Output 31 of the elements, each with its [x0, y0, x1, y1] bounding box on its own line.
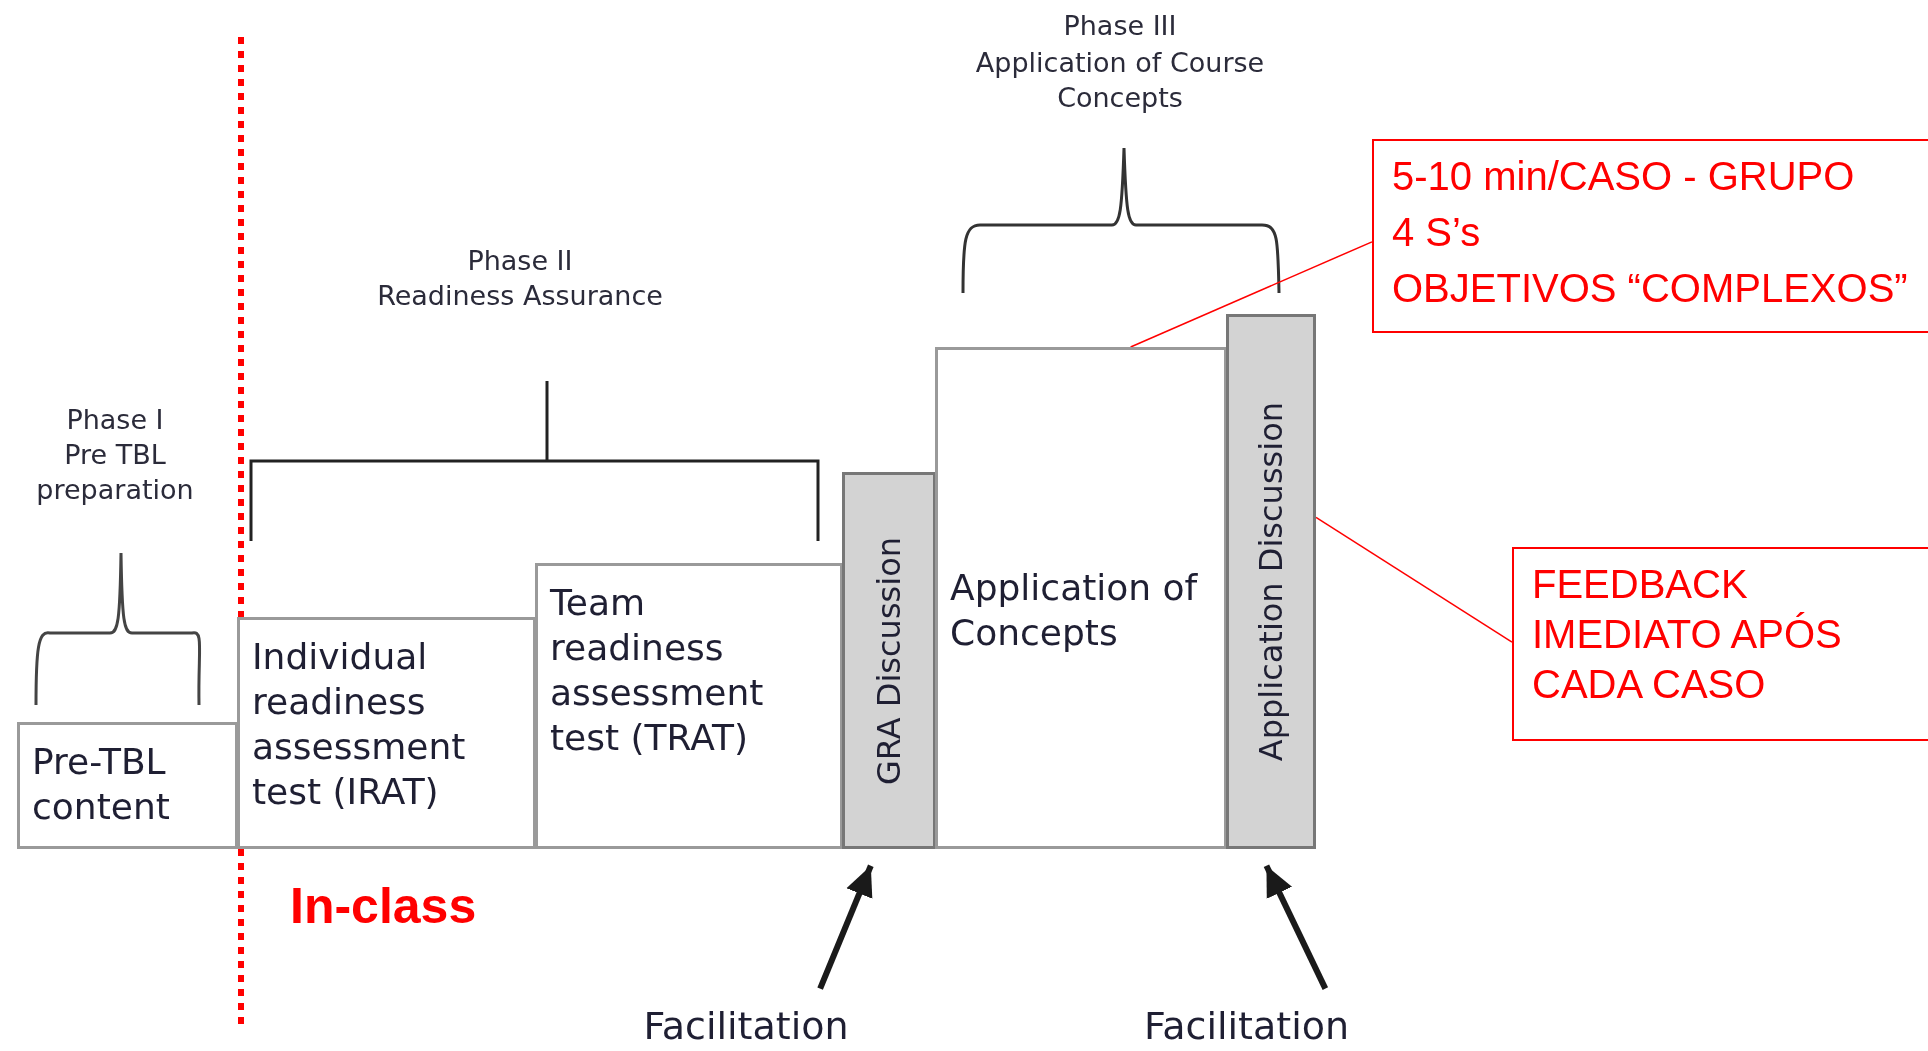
phase-label: Pre TBL preparation: [35, 438, 195, 508]
box-text: Individual readiness assessment test (IRAT): [252, 635, 467, 814]
facilitation-label: Facilitation: [1143, 1003, 1350, 1051]
leader-line: [1129, 241, 1373, 348]
phase-label: Phase I: [65, 403, 165, 437]
callout-box: [1512, 547, 1928, 741]
box-text: FEEDBACK IMEDIATO APÓS CADA CASO: [1532, 561, 1843, 708]
box-text: Pre-TBL content: [32, 740, 171, 829]
phase-label: Application of Course Concepts: [974, 46, 1266, 116]
facilitation-label: Facilitation: [643, 1003, 849, 1051]
step-box: [17, 722, 238, 849]
arrow: [817, 864, 874, 990]
box-text: OBJETIVOS “COMPLEXOS”: [1392, 265, 1909, 312]
phase-label: Phase III: [1062, 9, 1178, 43]
phase-label: Phase II: [466, 244, 574, 278]
arrow: [1263, 864, 1329, 990]
callout-box: [1372, 139, 1928, 333]
leader-line: [1315, 516, 1513, 643]
step-box: [535, 563, 843, 849]
step-box: [935, 347, 1227, 849]
box-text: Team readiness assessment test (TRAT): [550, 581, 765, 760]
box-text: Application Discussion: [1251, 401, 1291, 762]
box-text: 5-10 min/CASO - GRUPO: [1392, 153, 1856, 200]
phase-label: Readiness Assurance: [376, 279, 664, 313]
box-text: Application of Concepts: [950, 566, 1199, 655]
box-text: GRA Discussion: [869, 536, 909, 785]
step-box: [1226, 314, 1316, 849]
box-text: 4 S’s: [1392, 209, 1482, 256]
section-label: In-class: [290, 877, 478, 936]
step-box: [237, 617, 536, 849]
step-box: [842, 472, 936, 849]
